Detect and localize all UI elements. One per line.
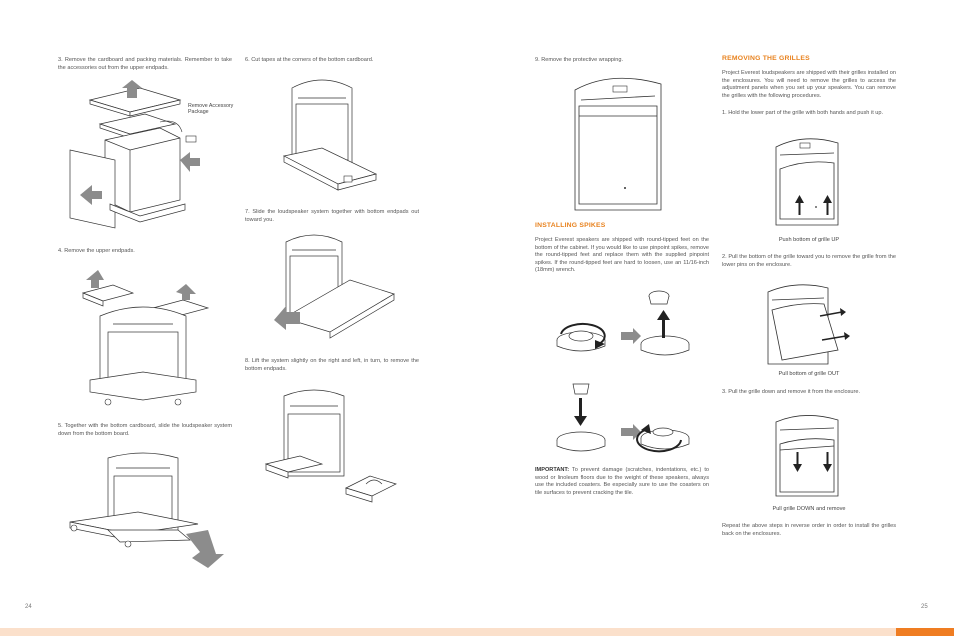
grille-step-2: 2. Pull the bottom of the grille toward …: [722, 254, 896, 268]
important-body: To prevent damage (scratches, indentatio…: [535, 467, 709, 496]
protective-wrapping-illustration: [574, 77, 662, 211]
repeat-reverse-text: Repeat the above steps in reverse order …: [722, 523, 896, 537]
slide-out-illustration: [274, 234, 395, 339]
remove-endpads-illustration: [81, 270, 210, 406]
footer-accent: [896, 628, 954, 636]
important-label: IMPORTANT:: [535, 467, 570, 473]
accessory-package-label: Remove Accessory Package: [188, 103, 234, 116]
grille-push-up-illustration: [775, 138, 839, 226]
installing-spikes-body: Project Everest speakers are shipped wit…: [535, 237, 709, 274]
unpacking-illustration: [69, 80, 200, 229]
spike-install-illustration: [556, 383, 690, 453]
spike-removal-illustration: [556, 290, 690, 356]
removing-grilles-heading: REMOVING THE GRILLES: [722, 55, 810, 62]
grille-pull-out-illustration: [767, 284, 850, 365]
step-6-text: 6. Cut tapes at the corners of the botto…: [245, 57, 374, 63]
footer-band: [0, 628, 954, 636]
step-7-text: 7. Slide the loudspeaker system together…: [245, 209, 419, 223]
step-8-text: 8. Lift the system slightly on the right…: [245, 358, 419, 372]
grille-pull-down-illustration: [775, 415, 839, 497]
page-number-left: 24: [25, 604, 32, 610]
caption-push-up: Push bottom of grille UP: [778, 237, 840, 243]
page-number-right: 25: [921, 604, 928, 610]
step-4-text: 4. Remove the upper endpads.: [58, 248, 135, 254]
step-5-text: 5. Together with the bottom cardboard, s…: [58, 423, 232, 437]
step-9-text: 9. Remove the protective wrapping.: [535, 57, 623, 63]
important-note: IMPORTANT: To prevent damage (scratches,…: [535, 467, 709, 497]
caption-pull-out: Pull bottom of grille OUT: [778, 371, 840, 377]
slide-down-illustration: [69, 452, 224, 568]
grille-step-1: 1. Hold the lower part of the grille wit…: [722, 110, 884, 116]
remove-bottom-endpads-illustration: [264, 389, 397, 503]
grilles-intro: Project Everest loudspeakers are shipped…: [722, 70, 896, 99]
caption-pull-down: Pull grille DOWN and remove: [772, 506, 846, 512]
grille-step-3: 3. Pull the grille down and remove it fr…: [722, 389, 861, 395]
installing-spikes-heading: INSTALLING SPIKES: [535, 222, 606, 229]
step-3-text: 3. Remove the cardboard and packing mate…: [58, 57, 232, 71]
cut-tapes-illustration: [282, 79, 378, 191]
